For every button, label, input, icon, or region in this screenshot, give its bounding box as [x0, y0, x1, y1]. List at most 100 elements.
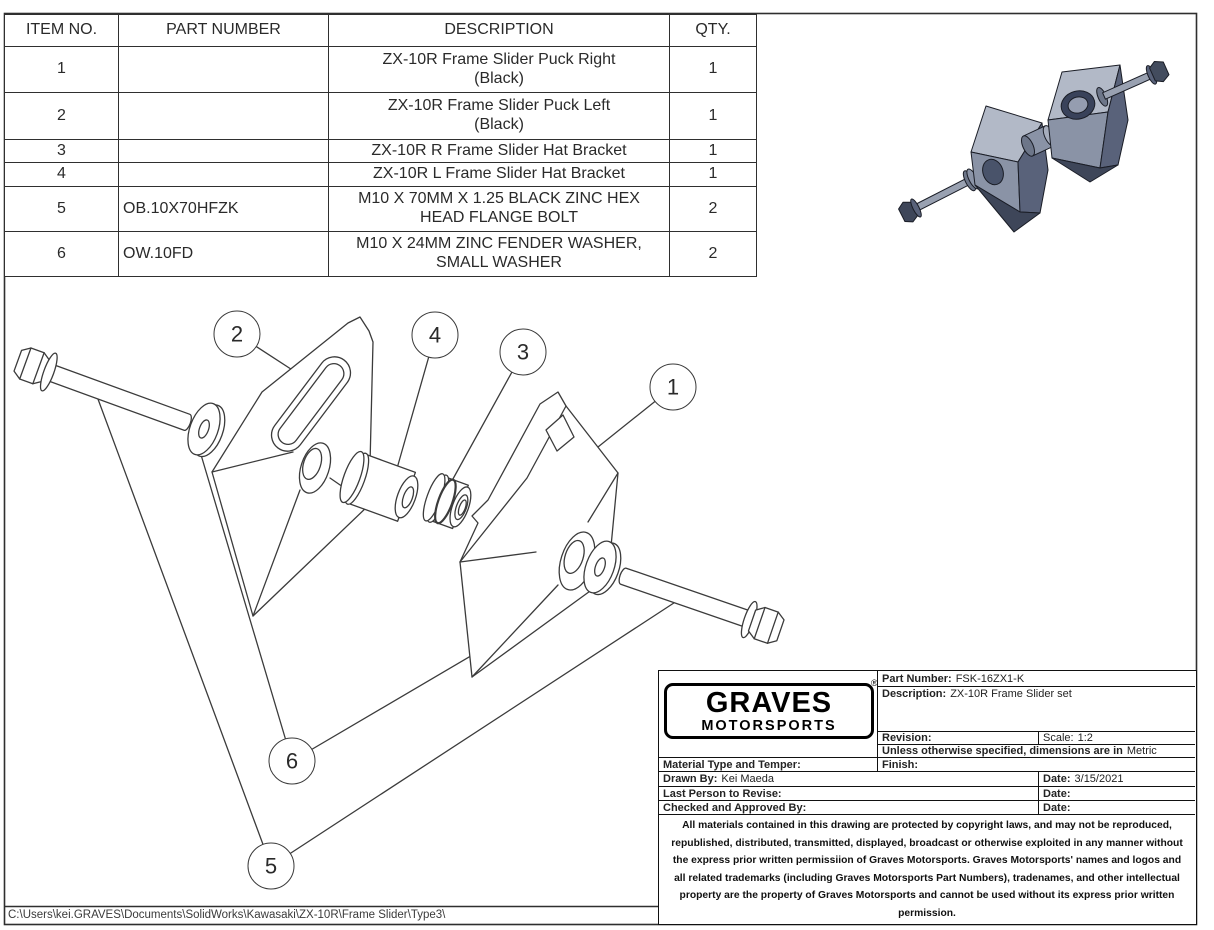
- title-block: GRAVES MOTORSPORTS ® Part Number: FSK-16…: [658, 670, 1197, 925]
- scale-value: 1:2: [1077, 732, 1093, 744]
- units-value: Metric: [1126, 745, 1157, 757]
- right-flange-bolt: [618, 567, 785, 644]
- checked-date-cell: Date:: [1039, 801, 1195, 815]
- bom-item: 4: [4, 162, 119, 187]
- units-label: Unless otherwise specified, dimensions a…: [882, 745, 1123, 757]
- bom-part: [118, 92, 329, 140]
- bom-qty: 1: [669, 139, 757, 163]
- bom-qty: 1: [669, 162, 757, 187]
- bom-desc: ZX-10R L Frame Slider Hat Bracket: [328, 162, 670, 187]
- copyright-notice: All materials contained in this drawing …: [671, 820, 1183, 919]
- iso-right-puck: [1047, 64, 1129, 183]
- bom-row-1: 1 ZX-10R Frame Slider Puck Right(Black) …: [4, 46, 757, 93]
- logo-cell: GRAVES MOTORSPORTS ®: [659, 671, 878, 758]
- finish-cell: Finish:: [878, 758, 1195, 772]
- left-slider-puck: [211, 316, 374, 617]
- balloon-item-6: 6: [268, 737, 316, 785]
- desc-line: SMALL WASHER: [436, 254, 562, 271]
- iso-right-bolt: [1096, 61, 1170, 107]
- iso-left-puck: [970, 105, 1049, 233]
- right-fender-washer: [583, 540, 622, 596]
- drawn-by-cell: Drawn By: Kei Maeda: [659, 772, 1039, 787]
- drawn-date-value: 3/15/2021: [1074, 773, 1124, 785]
- bom-row-3: 3 ZX-10R R Frame Slider Hat Bracket 1: [4, 139, 757, 163]
- bill-of-materials-table: ITEM NO. PART NUMBER DESCRIPTION QTY. 1 …: [4, 14, 757, 277]
- bom-row-6: 6 OW.10FD M10 X 24MM ZINC FENDER WASHER,…: [4, 231, 757, 277]
- bom-row-5: 5 OB.10X70HFZK M10 X 70MM X 1.25 BLACK Z…: [4, 186, 757, 232]
- bom-part: [118, 139, 329, 163]
- description-label: Description:: [882, 688, 947, 700]
- revision-label: Revision:: [882, 732, 932, 744]
- bom-item: 5: [4, 186, 119, 232]
- checked-cell: Checked and Approved By:: [659, 801, 1039, 815]
- part-number-row: Part Number: FSK-16ZX1-K: [878, 671, 1195, 687]
- material-cell: Material Type and Temper:: [659, 758, 878, 772]
- iso-left-bolt: [898, 168, 980, 223]
- bom-part: OB.10X70HFZK: [118, 186, 329, 232]
- bom-part: [118, 46, 329, 93]
- bom-header-part: PART NUMBER: [118, 14, 329, 47]
- file-path: C:\Users\kei.GRAVES\Documents\SolidWorks…: [8, 909, 446, 921]
- logo-text-graves: GRAVES: [705, 686, 833, 719]
- right-slider-puck: [459, 391, 619, 678]
- date-label: Date:: [1043, 773, 1071, 785]
- drawn-by-label: Drawn By:: [663, 773, 718, 785]
- drawn-date-cell: Date: 3/15/2021: [1039, 772, 1195, 787]
- left-fender-washer: [187, 402, 226, 458]
- desc-line: ZX-10R Frame Slider Puck Right: [382, 50, 616, 68]
- balloon-item-5: 5: [247, 842, 295, 890]
- part-number-label: Part Number:: [882, 672, 952, 685]
- last-revise-cell: Last Person to Revise:: [659, 787, 1039, 801]
- scale-label: Scale:: [1043, 732, 1074, 744]
- part-number-value: FSK-16ZX1-K: [955, 672, 1025, 685]
- units-row: Unless otherwise specified, dimensions a…: [878, 745, 1195, 758]
- checked-label: Checked and Approved By:: [663, 801, 807, 814]
- bom-row-2: 2 ZX-10R Frame Slider Puck Left(Black) 1: [4, 92, 757, 140]
- desc-line: ZX-10R R Frame Slider Hat Bracket: [371, 141, 627, 159]
- bom-desc: M10 X 24MM ZINC FENDER WASHER,SMALL WASH…: [328, 231, 670, 277]
- last-revise-label: Last Person to Revise:: [663, 787, 782, 800]
- isometric-assembled-view: [898, 61, 1170, 233]
- bom-item: 6: [4, 231, 119, 277]
- date-label: Date:: [1043, 801, 1071, 814]
- bom-header-desc: DESCRIPTION: [328, 14, 670, 47]
- desc-line: (Black): [474, 69, 524, 87]
- bom-desc: ZX-10R R Frame Slider Hat Bracket: [328, 139, 670, 163]
- revision-cell: Revision:: [878, 732, 1039, 745]
- desc-line: ZX-10R Frame Slider Puck Left: [387, 97, 611, 115]
- bom-qty: 2: [669, 186, 757, 232]
- left-flange-bolt: [13, 347, 192, 431]
- spacer-bushing: [422, 473, 472, 530]
- hat-bracket: [339, 450, 419, 522]
- date-label: Date:: [1043, 787, 1071, 800]
- finish-label: Finish:: [882, 758, 919, 771]
- description-row: Description: ZX-10R Frame Slider set: [878, 687, 1195, 732]
- bom-item: 1: [4, 46, 119, 93]
- desc-line: M10 X 24MM ZINC FENDER WASHER,: [356, 235, 642, 253]
- sheet-border: [3, 12, 1198, 926]
- bom-header-item: ITEM NO.: [4, 14, 119, 47]
- bom-part: [118, 162, 329, 187]
- bom-desc: ZX-10R Frame Slider Puck Left(Black): [328, 92, 670, 140]
- balloon-item-2: 2: [213, 310, 261, 358]
- bom-header-row: ITEM NO. PART NUMBER DESCRIPTION QTY.: [4, 14, 757, 47]
- balloon-item-3: 3: [499, 328, 547, 376]
- desc-line: HEAD FLANGE BOLT: [420, 209, 578, 226]
- desc-line: ZX-10R L Frame Slider Hat Bracket: [373, 165, 625, 183]
- balloon-item-1: 1: [649, 363, 697, 411]
- scale-cell: Scale: 1:2: [1039, 732, 1195, 745]
- bom-qty: 1: [669, 92, 757, 140]
- desc-line: (Black): [474, 116, 524, 133]
- bom-qty: 1: [669, 46, 757, 93]
- desc-line: M10 X 70MM X 1.25 BLACK ZINC HEX: [358, 190, 640, 208]
- drawn-by-value: Kei Maeda: [721, 773, 774, 785]
- bom-item: 3: [4, 139, 119, 163]
- graves-motorsports-logo: GRAVES MOTORSPORTS: [664, 683, 874, 739]
- bom-part: OW.10FD: [118, 231, 329, 277]
- logo-text-motorsports: MOTORSPORTS: [701, 717, 837, 734]
- bom-row-4: 4 ZX-10R L Frame Slider Hat Bracket 1: [4, 162, 757, 187]
- bom-desc: ZX-10R Frame Slider Puck Right(Black): [328, 46, 670, 93]
